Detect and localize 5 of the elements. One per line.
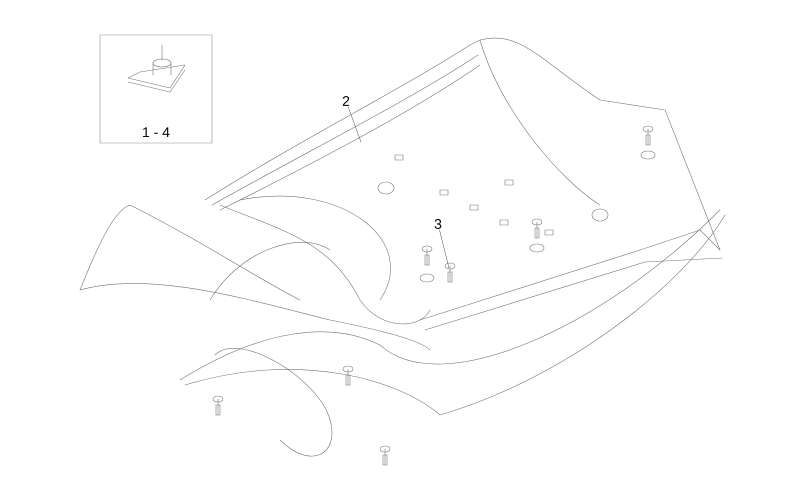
inset-box: 1 - 4 [100,34,212,144]
callout-number: 3 [434,219,442,229]
leader-line [439,230,450,268]
callout-number: 2 [342,96,350,106]
leader-line [348,106,362,142]
